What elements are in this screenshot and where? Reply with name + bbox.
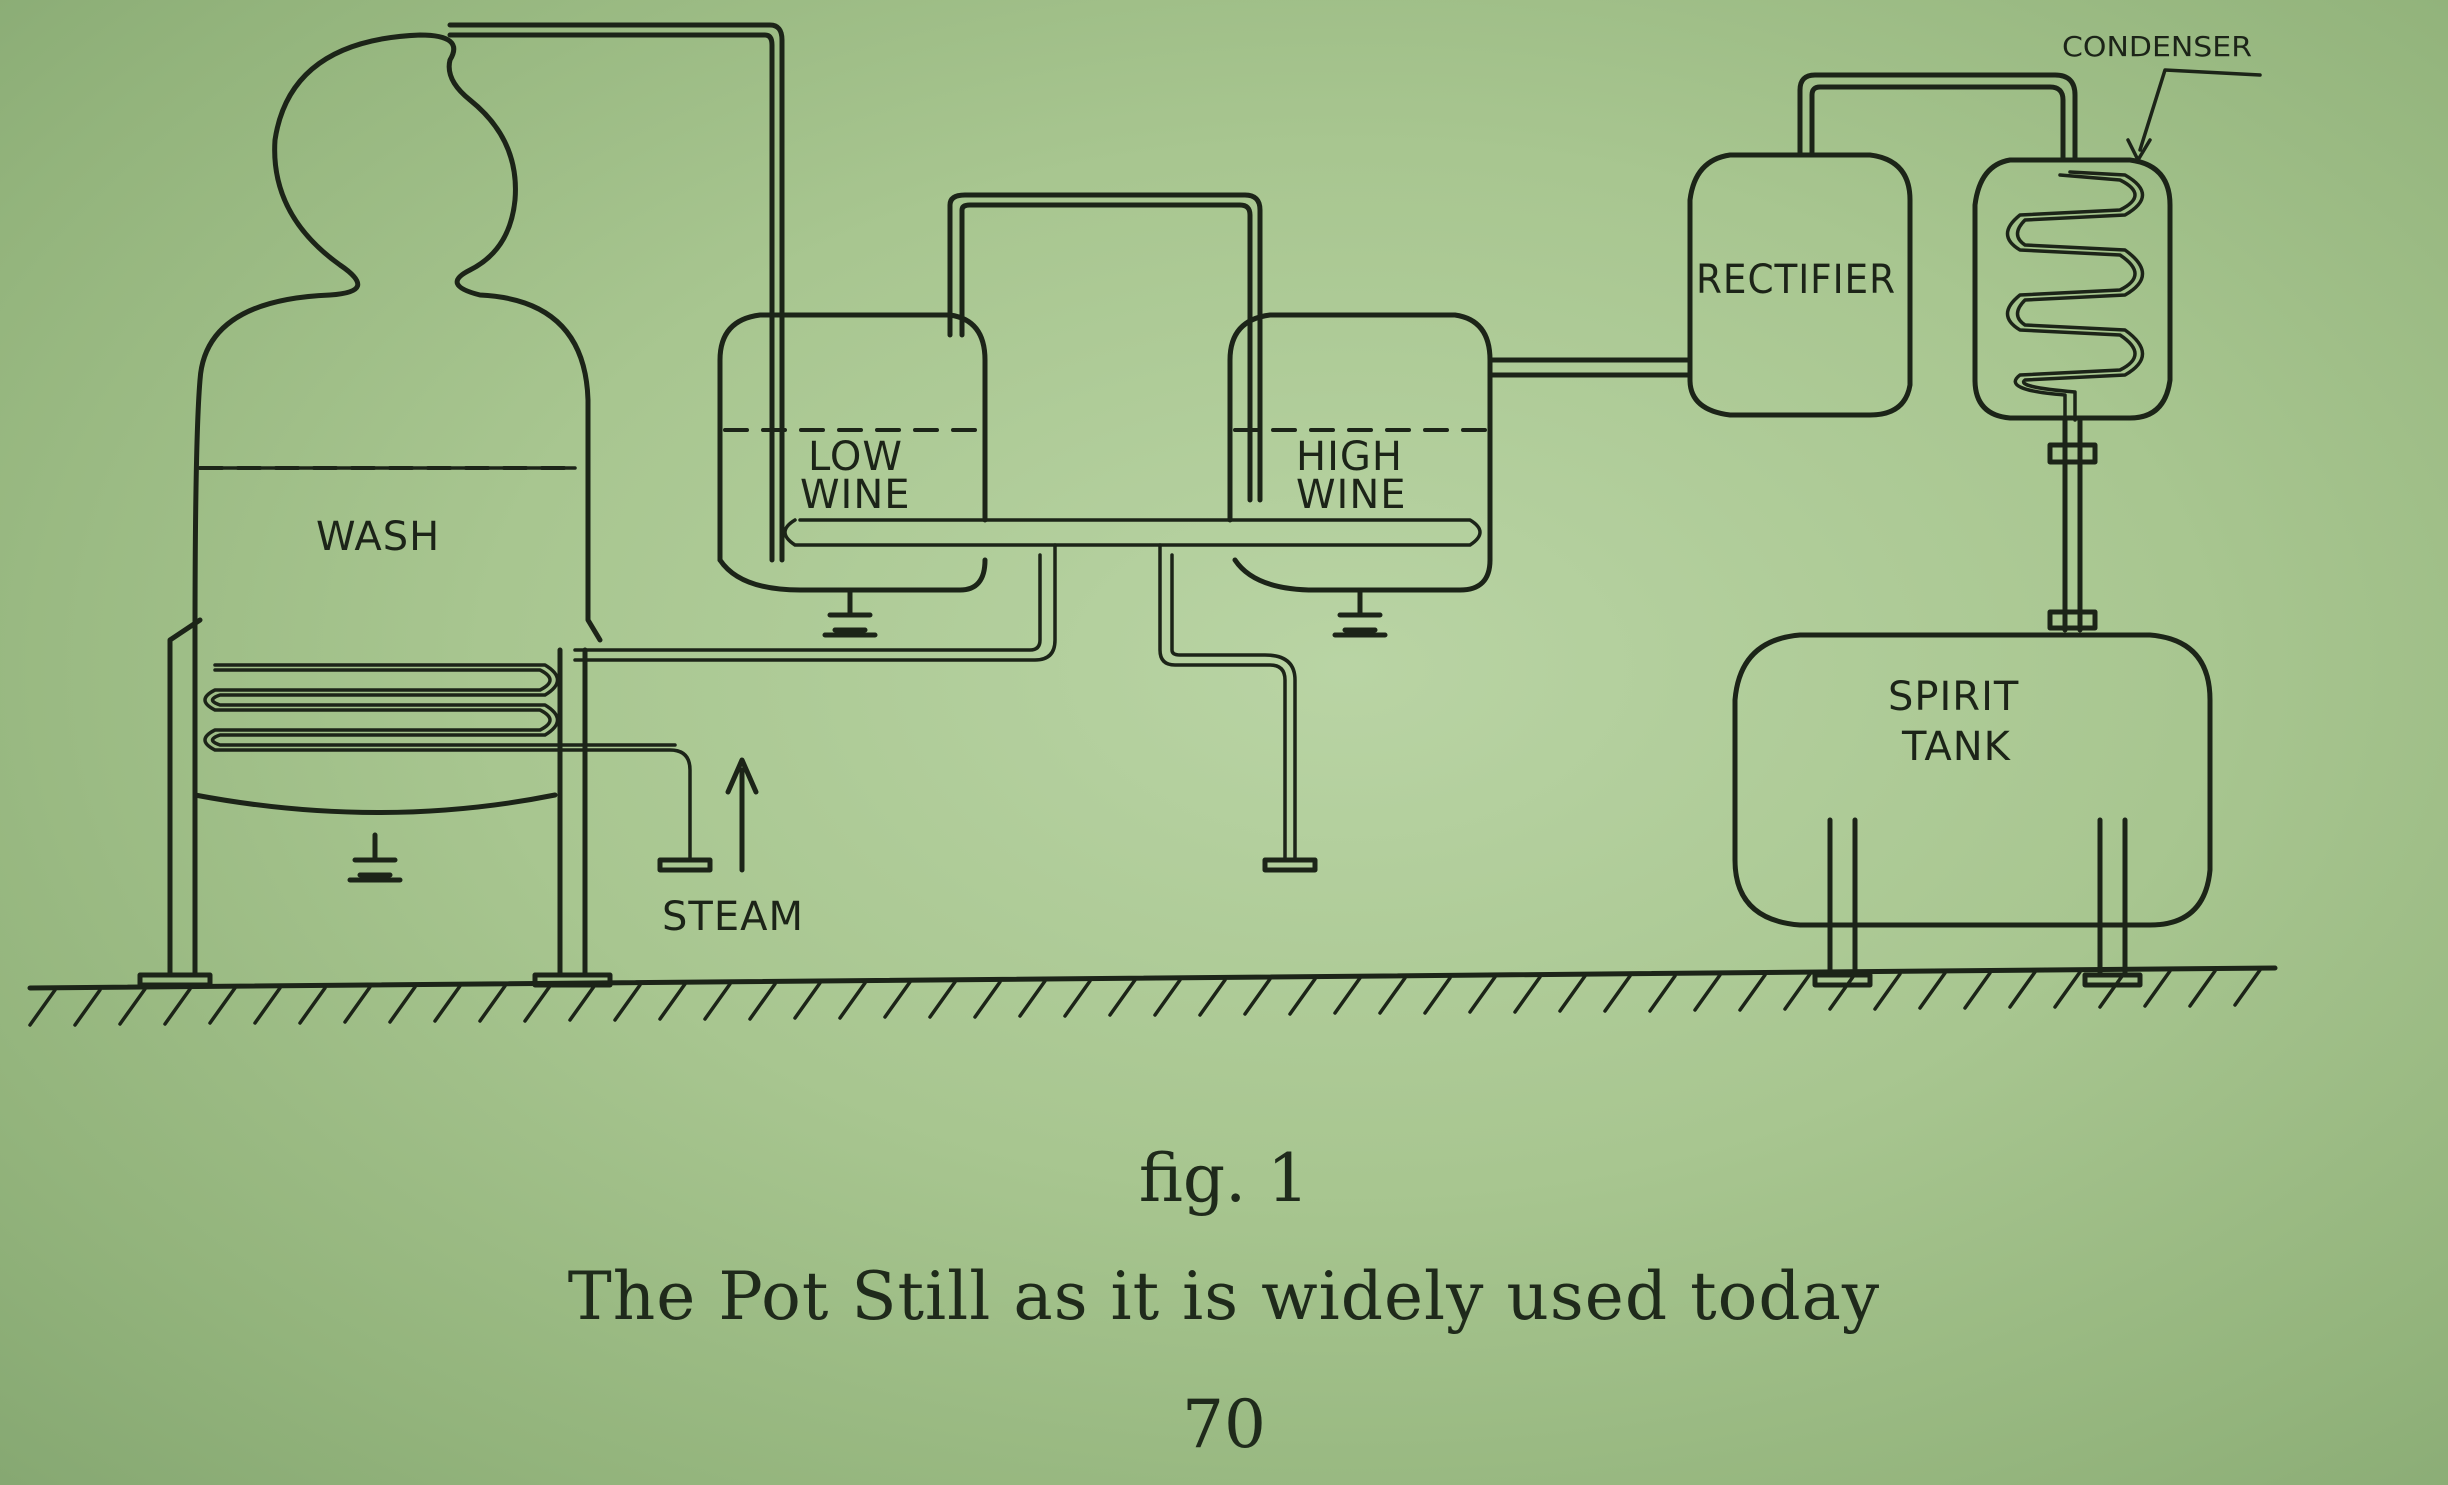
rectifier-label: RECTIFIER bbox=[1696, 257, 1896, 303]
high-wine-label-2: WINE bbox=[1296, 472, 1407, 518]
low-wine-label-2: WINE bbox=[800, 472, 911, 518]
low-wine-still bbox=[717, 192, 1263, 638]
high-wine-label-1: HIGH bbox=[1296, 434, 1403, 480]
steam-label: STEAM bbox=[662, 894, 804, 940]
spirit-tank bbox=[1732, 632, 2213, 988]
figure-caption: The Pot Still as it is widely used today bbox=[567, 1258, 1881, 1335]
high-wine-still bbox=[1227, 312, 1493, 638]
condenser-label: CONDENSER bbox=[2062, 30, 2252, 63]
figure-label: fig. 1 bbox=[1138, 1140, 1310, 1217]
page-number: 70 bbox=[1182, 1386, 1266, 1463]
rectifier-feed-pipe bbox=[1487, 357, 1693, 378]
wash-label: WASH bbox=[316, 514, 440, 560]
spirit-tank-label-2: TANK bbox=[1901, 724, 2012, 770]
wash-still bbox=[137, 32, 759, 988]
floor bbox=[27, 965, 2278, 1027]
condenser bbox=[1972, 68, 2262, 422]
spirit-feed-pipe bbox=[2047, 417, 2098, 633]
rectifier bbox=[1687, 72, 2078, 418]
heating-coil-pipe bbox=[573, 518, 1482, 873]
low-wine-label-1: LOW bbox=[808, 434, 903, 480]
spirit-tank-label-1: SPIRIT bbox=[1888, 674, 2019, 720]
lyne-arm-pipe bbox=[447, 22, 785, 563]
